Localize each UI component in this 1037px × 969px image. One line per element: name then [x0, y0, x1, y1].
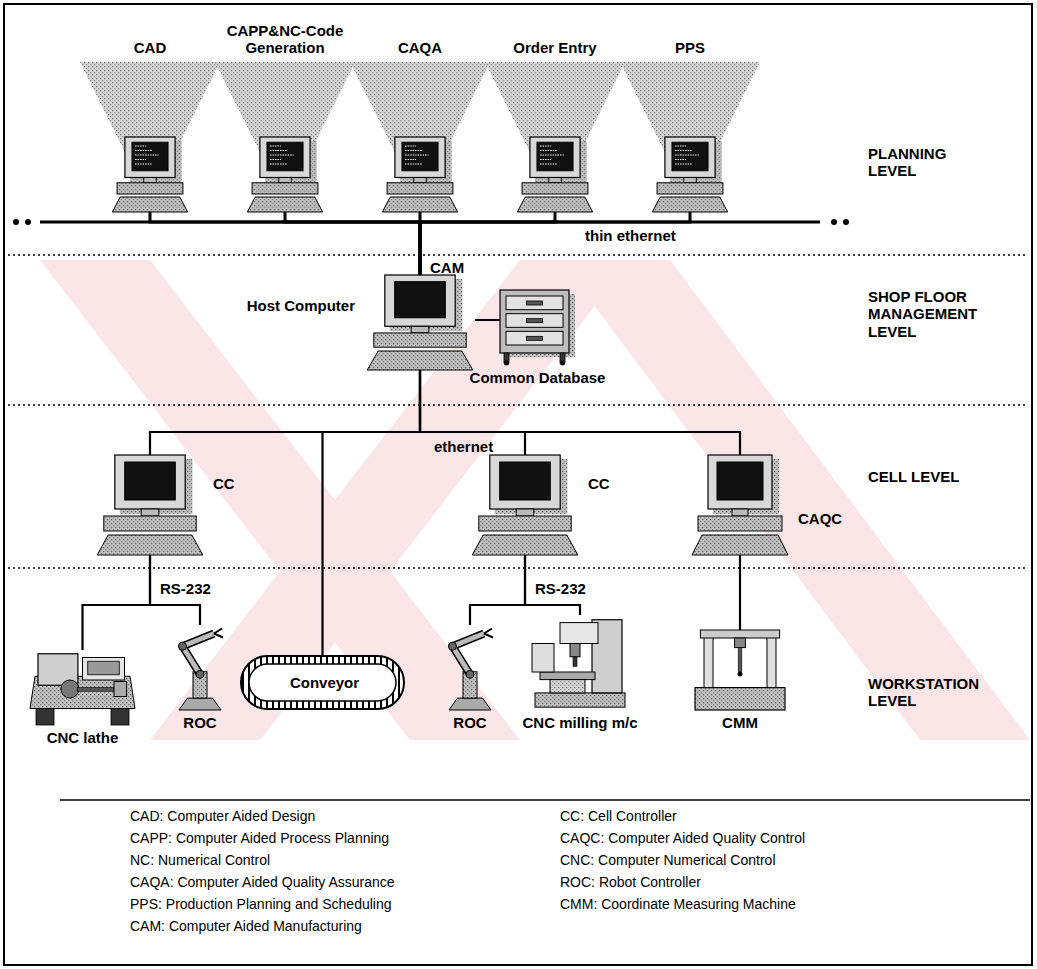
- planning-workstation: CAQA: [350, 62, 490, 212]
- cnc-milling-machine-icon: [530, 615, 630, 710]
- planning-workstation-icon: [350, 62, 490, 212]
- cnc-milling-machine: CNC milling m/c: [530, 615, 630, 710]
- node-label: CMM: [722, 714, 758, 731]
- level-separators: [8, 255, 1028, 568]
- network-connection: [475, 319, 500, 321]
- interface-label: RS-232: [160, 580, 211, 597]
- node-label: CAD: [134, 39, 167, 56]
- network-connection: [323, 370, 421, 655]
- node-label: CC: [588, 475, 610, 492]
- node-label: ROC: [453, 714, 486, 731]
- robot-controller-icon: [435, 625, 505, 710]
- legend-entry: NC: Numerical Control: [130, 852, 270, 868]
- planning-workstation-icon: [485, 62, 625, 212]
- interface-label: RS-232: [535, 580, 586, 597]
- network-connection: [420, 370, 740, 455]
- network-connection: [83, 555, 151, 650]
- legend-entry: CMM: Coordinate Measuring Machine: [560, 896, 796, 912]
- network-label: CAM: [430, 259, 464, 276]
- planning-workstation-icon: [215, 62, 355, 212]
- quality-control-computer-icon: [690, 455, 790, 555]
- node-label: Order Entry: [513, 39, 596, 56]
- outer-frame: [4, 4, 1032, 965]
- quality-control-computer: CAQC: [690, 455, 790, 555]
- level-label: PLANNING LEVEL: [868, 145, 978, 180]
- planning-workstation: PPS: [620, 62, 760, 212]
- legend-entry: CAM: Computer Aided Manufacturing: [130, 918, 362, 934]
- conveyor: Conveyor: [240, 655, 405, 710]
- network-label: ethernet: [434, 438, 493, 455]
- network-connection: [739, 555, 741, 630]
- database-cabinet: Common Database: [500, 290, 575, 365]
- network-label: thin ethernet: [585, 227, 676, 244]
- node-label: CC: [213, 475, 235, 492]
- cnc-lathe-icon: [30, 650, 135, 725]
- legend-entry: CC: Cell Controller: [560, 808, 677, 824]
- planning-workstation-icon: [620, 62, 760, 212]
- node-label: ROC: [183, 714, 216, 731]
- cell-controller-icon: [470, 455, 580, 555]
- robot-controller: ROC: [165, 625, 235, 710]
- legend-entry: CAQA: Computer Aided Quality Assurance: [130, 874, 395, 890]
- legend-entry: PPS: Production Planning and Scheduling: [130, 896, 392, 912]
- cell-controller-icon: [95, 455, 205, 555]
- planning-workstation: CAPP&NC-Code Generation: [215, 62, 355, 212]
- watermark: [40, 260, 1030, 740]
- planning-workstation: CAD: [80, 62, 220, 212]
- legend-entry: CNC: Computer Numerical Control: [560, 852, 776, 868]
- legend-entry: CAPP: Computer Aided Process Planning: [130, 830, 389, 846]
- legend-entry: ROC: Robot Controller: [560, 874, 701, 890]
- node-label: CAQA: [398, 39, 442, 56]
- node-label: CNC lathe: [47, 729, 119, 746]
- legend-rule: [60, 799, 1030, 801]
- legend-entry: CAQC: Computer Aided Quality Control: [560, 830, 805, 846]
- node-label: Host Computer: [247, 297, 355, 314]
- cell-controller: CC: [470, 455, 580, 555]
- planning-workstation: Order Entry: [485, 62, 625, 212]
- database-cabinet-icon: [500, 290, 575, 365]
- node-label: Common Database: [470, 369, 606, 386]
- node-label: CNC milling m/c: [523, 714, 638, 731]
- node-label: Conveyor: [288, 674, 361, 691]
- network-connection: [470, 555, 525, 625]
- node-label: PPS: [675, 39, 705, 56]
- coordinate-measuring-machine-icon: [695, 630, 785, 710]
- node-label: CAPP&NC-Code Generation: [220, 22, 350, 57]
- legend-entry: CAD: Computer Aided Design: [130, 808, 315, 824]
- robot-controller-icon: [165, 625, 235, 710]
- planning-workstation-icon: [80, 62, 220, 212]
- network-connection: [150, 212, 420, 275]
- cell-controller: CC: [95, 455, 205, 555]
- node-label: CAQC: [798, 510, 842, 527]
- host-computer-icon: [365, 275, 475, 370]
- level-label: WORKSTATION LEVEL: [868, 675, 993, 710]
- level-label: CELL LEVEL: [868, 468, 978, 485]
- host-computer: Host Computer: [365, 275, 475, 370]
- coordinate-measuring-machine: CMM: [695, 630, 785, 710]
- network-connection: [150, 370, 420, 455]
- network-connection: [285, 212, 420, 275]
- robot-controller: ROC: [435, 625, 505, 710]
- cnc-lathe: CNC lathe: [30, 650, 135, 725]
- level-label: SHOP FLOOR MANAGEMENT LEVEL: [868, 288, 993, 340]
